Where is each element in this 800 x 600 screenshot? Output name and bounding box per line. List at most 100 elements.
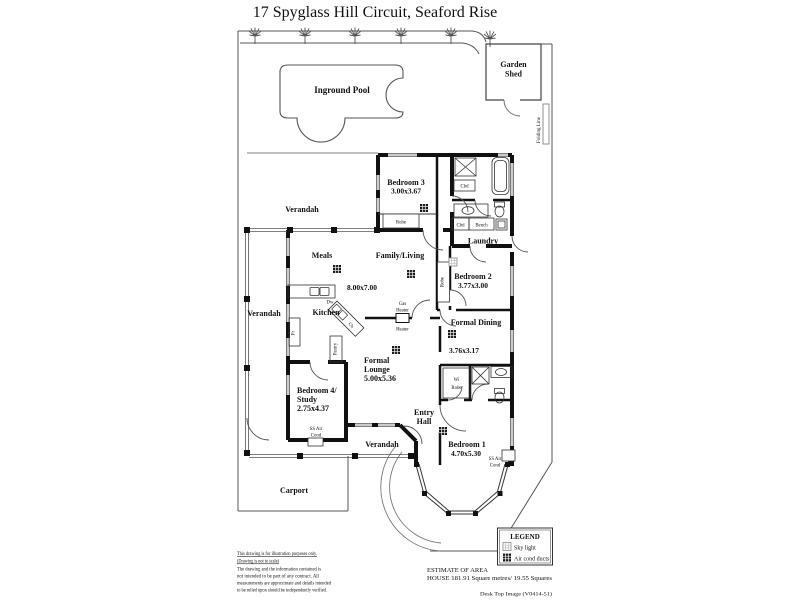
vanity bbox=[453, 203, 489, 218]
room-labels: Verandah Verandah Verandah Carport Bedro… bbox=[247, 178, 501, 495]
disclaimer-line2: (Drawing is not to scale) bbox=[237, 558, 279, 565]
dw-label: Dw bbox=[327, 301, 334, 306]
bedroom3-dims: 3.00x3.67 bbox=[391, 187, 421, 196]
bay-window bbox=[414, 462, 510, 516]
tree-icon bbox=[348, 27, 362, 45]
shower bbox=[471, 366, 490, 385]
tree-icon bbox=[444, 27, 458, 45]
cbd-label: Cbd bbox=[461, 185, 470, 190]
air-cond-duct-icon bbox=[438, 426, 448, 436]
legend: LEGEND Sky light Air cond ducts bbox=[497, 527, 553, 566]
folding-line-label: Folding Line bbox=[537, 116, 542, 143]
tree-icon bbox=[248, 27, 262, 45]
kitchen-label: Kitchen bbox=[312, 308, 340, 317]
cond-label: Cond bbox=[311, 434, 322, 439]
ss-air-label: SS Air bbox=[489, 457, 502, 462]
sink bbox=[319, 287, 330, 296]
ss-air-label: SS Air bbox=[310, 427, 323, 432]
house-inner-walls bbox=[365, 155, 512, 465]
bench-label: Bench bbox=[475, 224, 488, 229]
page-title: 17 Spyglass Hill Circuit, Seaford Rise bbox=[253, 4, 497, 21]
cond-label: Cond bbox=[490, 464, 501, 469]
formal-dining-label: Formal Dining bbox=[451, 318, 501, 327]
sink bbox=[309, 287, 320, 296]
shed-label-line1: Garden bbox=[500, 60, 527, 69]
toilet bbox=[494, 391, 505, 404]
site-boundary bbox=[237, 30, 553, 552]
walk-in-robe: Wi Robe bbox=[442, 367, 471, 399]
living-area-dims: 8.00x7.00 bbox=[347, 283, 377, 292]
wi-robe-label-line2: Robe bbox=[451, 386, 461, 391]
disclaimer-line1: This drawing is for illustration purpose… bbox=[237, 550, 317, 557]
heater-unit bbox=[395, 313, 410, 323]
kitchen-corner-bench: Cb bbox=[327, 300, 365, 337]
estimate-title: ESTIMATE OF AREA bbox=[427, 567, 488, 574]
kitchen-fixtures bbox=[287, 284, 343, 363]
ss-air-cond-2: SS Air Cond bbox=[489, 449, 516, 469]
bedroom3-label: Bedroom 3 bbox=[387, 178, 424, 187]
wi-robe-label-line1: Wi bbox=[454, 378, 460, 383]
basin bbox=[495, 368, 507, 376]
pantry-label: Pantry bbox=[334, 342, 339, 355]
formal-lounge-label-line2: Lounge bbox=[364, 365, 390, 374]
vanity bbox=[490, 366, 513, 378]
disclaimer-line4: not intended to be part of any contract.… bbox=[237, 573, 319, 580]
tree-icon bbox=[298, 27, 312, 45]
bedroom2-robe: Robe bbox=[437, 261, 450, 303]
verandah-bottom-label: Verandah bbox=[365, 440, 399, 449]
kitchen-bench bbox=[287, 284, 336, 299]
robe-label: Robe bbox=[396, 221, 406, 226]
bathtub bbox=[491, 157, 510, 195]
pantry-box bbox=[329, 335, 343, 363]
ensuite-fixtures bbox=[471, 366, 513, 404]
laundry-bench bbox=[468, 217, 495, 231]
disclaimer-line5: measurements are approximate and details… bbox=[237, 581, 331, 587]
bedroom2-label: Bedroom 2 bbox=[454, 272, 491, 281]
garden-bed-trees bbox=[248, 27, 497, 48]
bedroom1-dims: 4.70x5.30 bbox=[451, 449, 481, 458]
disclaimer-line3: The drawing and the information containe… bbox=[237, 566, 321, 573]
entry-label-line2: Hall bbox=[417, 417, 432, 426]
meals-label: Meals bbox=[312, 251, 332, 260]
shed-label-line2: Shed bbox=[505, 70, 522, 79]
disclaimer-line6: to be relied upon should be independentl… bbox=[237, 587, 327, 594]
verandah-top-label: Verandah bbox=[285, 205, 319, 214]
legend-title: LEGEND bbox=[510, 533, 540, 541]
windows bbox=[286, 153, 514, 446]
skylight-icon bbox=[502, 542, 512, 551]
fr-label: Fr bbox=[292, 330, 297, 335]
family-living-label: Family/Living bbox=[376, 251, 424, 260]
bedroom4-label-line2: Study bbox=[297, 395, 317, 404]
air-cond-duct-icon bbox=[332, 264, 342, 274]
toilet-tank bbox=[494, 201, 505, 208]
doors bbox=[246, 195, 529, 445]
air-cond-duct-icon bbox=[419, 203, 429, 213]
bedroom4-dims: 2.75x4.37 bbox=[297, 404, 329, 413]
laundry-fixtures bbox=[451, 217, 508, 231]
cb-label: Cb bbox=[347, 322, 355, 330]
air-cond-duct-icon bbox=[406, 269, 416, 279]
cupboard bbox=[453, 179, 476, 192]
gas-heater-label-line2: Heater bbox=[396, 309, 409, 314]
bedroom2-dims: 3.77x3.00 bbox=[458, 281, 488, 290]
laundry-trough bbox=[495, 218, 508, 231]
bedroom3-robe: Robe bbox=[378, 213, 437, 229]
air-cond-duct-icon bbox=[391, 345, 401, 355]
basin bbox=[461, 206, 475, 215]
ss-air-cond-1: SS Air Cond bbox=[307, 427, 324, 447]
air-cond-duct-icon bbox=[447, 329, 457, 339]
bathroom-fixtures bbox=[453, 157, 510, 218]
garden-shed: Garden Shed bbox=[485, 43, 542, 117]
credit: Desk Top Image (V0414-51) bbox=[480, 591, 552, 598]
tree-icon bbox=[394, 27, 408, 45]
bedroom4-label-line1: Bedroom 4/ bbox=[297, 386, 337, 395]
folding-clothesline: Folding Line bbox=[537, 103, 550, 145]
inground-pool: Inground Pool bbox=[279, 64, 404, 143]
formal-lounge-dims: 5.00x5.36 bbox=[364, 374, 396, 383]
entry-label-line1: Entry bbox=[414, 408, 434, 417]
gas-heater-label-line1: Gas bbox=[399, 302, 407, 307]
legend-skylight-label: Sky light bbox=[514, 546, 536, 552]
footer: This drawing is for illustration purpose… bbox=[237, 550, 553, 598]
